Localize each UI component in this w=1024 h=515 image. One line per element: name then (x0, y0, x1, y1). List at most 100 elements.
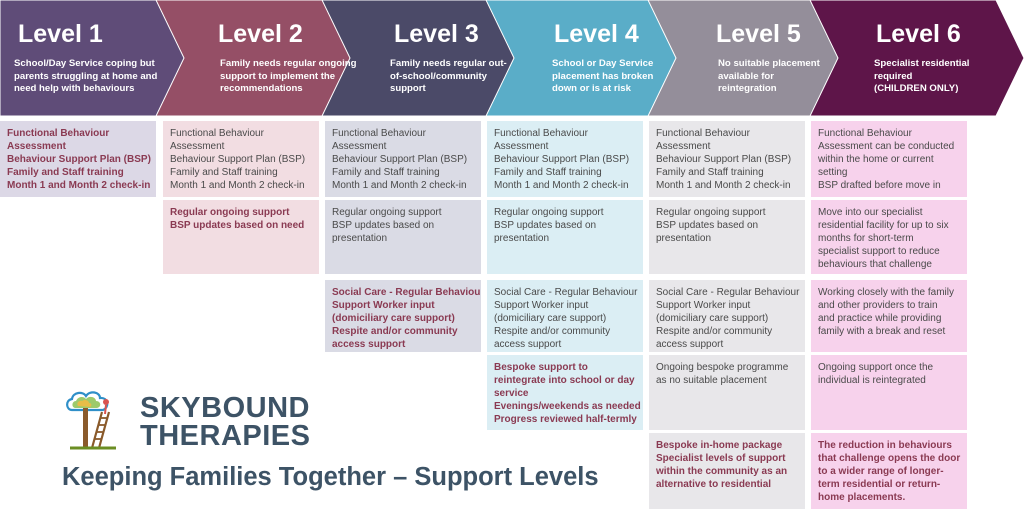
support-cell-line: term residential or return- (818, 479, 941, 490)
support-cell-line: access support (656, 339, 724, 350)
level-3-title: Level 3 (394, 20, 479, 48)
support-cell-line: presentation (656, 233, 712, 244)
support-cell-line: Respite and/or community (656, 326, 773, 337)
brand-name-line-1: SKYBOUND (140, 392, 310, 424)
support-cell-line: Month 1 and Month 2 check-in (332, 180, 467, 191)
support-cell-line: BSP updates based on (332, 220, 435, 231)
level-description-line: Family needs regular out- (390, 58, 507, 69)
support-cell-line: Ongoing support once the (818, 362, 934, 373)
level-description-line: Family needs regular ongoing (220, 58, 357, 69)
support-cell-line: Month 1 and Month 2 check-in (494, 180, 629, 191)
support-cell-line: setting (818, 167, 848, 178)
support-cell-line: Assessment can be conducted (818, 141, 955, 152)
support-cell-line: Regular ongoing support (170, 207, 290, 218)
support-cell-line: Family and Staff training (494, 167, 602, 178)
support-cell-line: Regular ongoing support (656, 207, 766, 218)
level-description-line: reintegration (718, 83, 777, 95)
support-cell-line: specialist support to reduce (818, 246, 940, 257)
level-5-title: Level 5 (716, 20, 801, 48)
support-cell-line: presentation (332, 233, 388, 244)
level-1-title: Level 1 (18, 20, 103, 48)
support-cell-line: BSP updates based on (656, 220, 759, 231)
support-cell-line: Functional Behaviour (818, 128, 912, 139)
support-cell-line: Social Care - Regular Behaviour (656, 287, 800, 298)
support-cell-line: Ongoing bespoke programme (656, 362, 789, 373)
support-cell-line: Support Worker input (656, 300, 751, 311)
support-cell-line: Behaviour Support Plan (BSP) (332, 154, 468, 165)
support-cell-line: Family and Staff training (7, 167, 124, 178)
support-cell-line: access support (494, 339, 562, 350)
support-cell-line: (domiciliary care support) (656, 313, 769, 324)
support-cell-line: and practice while providing (818, 313, 942, 324)
support-cell-line: Assessment (7, 141, 66, 152)
support-cell-line: individual is reintegrated (818, 375, 926, 386)
level-4-title: Level 4 (554, 20, 639, 48)
level-3-description: Family needs regular out-of-school/commu… (390, 58, 520, 96)
support-cell-line: Respite and/or community (494, 326, 611, 337)
support-cell-line: Regular ongoing support (494, 207, 604, 218)
tree-ladder-icon (66, 391, 116, 450)
support-cell-line: Month 1 and Month 2 check-in (656, 180, 791, 191)
support-cell-level-6-row-4: Ongoing support once the individual is re… (811, 355, 967, 430)
brand-name-line-2: THERAPIES (140, 420, 311, 452)
support-cell-line: Functional Behaviour (656, 128, 750, 139)
support-cell-line: Behaviour Support Plan (BSP) (170, 154, 306, 165)
support-cell-line: within the home or current (818, 154, 934, 165)
support-cell-line: Behaviour Support Plan (BSP) (7, 154, 151, 165)
skybound-logo: SKYBOUND THERAPIES (62, 388, 312, 456)
support-cell-line: (domiciliary care support) (494, 313, 607, 324)
support-cell-line: within the community as an (656, 466, 788, 477)
level-description-line: No suitable placement (718, 58, 820, 69)
page-title: Keeping Families Together – Support Leve… (62, 463, 599, 491)
support-cell-line: Functional Behaviour (332, 128, 426, 139)
support-cell-line: reintegrate into school or day (494, 375, 635, 386)
support-cell-line: home placements. (818, 492, 906, 503)
support-cell-line: alternative to residential (656, 479, 772, 490)
support-cell-line: Assessment (656, 141, 711, 152)
level-description-line: Specialist residential (874, 58, 970, 69)
support-cell-line: The reduction in behaviours (818, 440, 952, 451)
support-cell-line: BSP updates based on (494, 220, 597, 231)
support-cell-line: Working closely with the family (818, 287, 954, 298)
level-description-line: School or Day Service (552, 58, 654, 69)
level-chevron-row (0, 0, 1024, 117)
support-cell-line: Bespoke support to (494, 362, 588, 373)
support-cell-line: (domiciliary care support) (332, 313, 455, 324)
support-cell-line: BSP updates based on need (170, 220, 305, 231)
support-cell-line: Evenings/weekends as needed (494, 401, 641, 412)
support-cell-line: Behaviour Support Plan (BSP) (494, 154, 630, 165)
support-cell-line: Specialist levels of support (656, 453, 786, 464)
support-cell-line: Bespoke in-home package (656, 440, 783, 451)
level-description-line: School/Day Service coping but (14, 58, 155, 69)
support-cell-line: Month 1 and Month 2 check-in (7, 180, 151, 191)
support-cell-line: Assessment (170, 141, 225, 152)
support-cell-line: Support Worker input (494, 300, 589, 311)
level-6-title: Level 6 (876, 20, 961, 48)
support-cell-line: Social Care - Regular Behaviour (494, 287, 638, 298)
level-description-line: support to implement the (220, 70, 336, 82)
support-cell-line: Move into our specialist (818, 207, 923, 218)
support-cell-line: Assessment (332, 141, 387, 152)
support-cell-line: Family and Staff training (170, 167, 278, 178)
level-description-line: recommendations (220, 83, 303, 95)
level-description-line: placement has broken (552, 70, 654, 82)
level-description-line: support (390, 83, 426, 95)
support-cell-line: Functional Behaviour (170, 128, 264, 139)
